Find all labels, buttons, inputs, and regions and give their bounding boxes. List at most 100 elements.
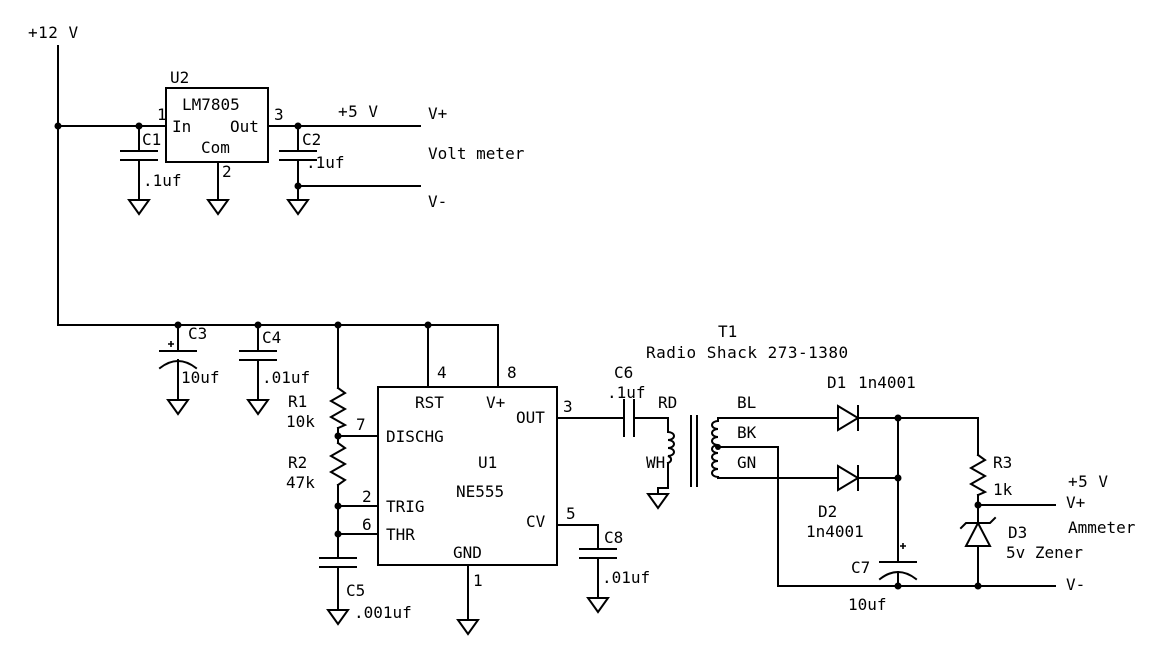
u2-body: [165, 87, 269, 163]
label-u2-out: Out: [230, 117, 259, 136]
label-u2-com: Com: [201, 138, 230, 157]
junction-dot: [174, 321, 182, 329]
label-voltmeter-minus: V-: [428, 192, 447, 211]
label-t1-bk: BK: [737, 423, 757, 442]
label-d2-ref: D2: [818, 502, 837, 521]
junctions: [54, 122, 982, 590]
label-d1-ref: D1: [827, 373, 846, 392]
label-c5-value: .001uf: [354, 603, 412, 622]
label-c1-value: .1uf: [143, 171, 182, 190]
ground-c4: [246, 399, 270, 416]
label-d1-value: 1n4001: [858, 373, 916, 392]
resistor-r3-symbol: [968, 453, 988, 497]
label-u1-pin5: 5: [566, 504, 576, 523]
wire-wh-gnd: [657, 462, 669, 495]
label-c2-value: .1uf: [306, 153, 345, 172]
label-c4-ref: C4: [262, 328, 281, 347]
label-ammeter-minus: V-: [1066, 575, 1085, 594]
junction-dot: [974, 582, 982, 590]
label-t1-gn: GN: [737, 453, 756, 472]
capacitor-c7-symbol: [878, 543, 918, 581]
junction-dot: [334, 432, 342, 440]
junction-dot: [334, 530, 342, 538]
ground-c8: [586, 597, 610, 614]
label-voltmeter-plus: V+: [428, 104, 447, 123]
label-r3-value: 1k: [993, 480, 1013, 499]
label-u2-pin1: 1: [157, 105, 167, 124]
label-c5-ref: C5: [346, 581, 365, 600]
label-t1-rd: RD: [658, 393, 677, 412]
label-u1-pin8: 8: [507, 363, 517, 382]
ground-transformer: [646, 493, 670, 510]
diode-d2-symbol: [837, 464, 860, 492]
label-u1-ref: U1: [478, 453, 497, 472]
label-d3-value: 5v Zener: [1006, 543, 1083, 562]
junction-dot: [894, 414, 902, 422]
junction-dot: [254, 321, 262, 329]
capacitor-c1-symbol: [120, 150, 158, 161]
junction-dot: [135, 122, 143, 130]
transformer-t1-symbol: [666, 415, 720, 487]
label-u1-dischg: DISCHG: [386, 427, 444, 446]
label-u1-pin4: 4: [437, 363, 447, 382]
wire-out-c6: [556, 417, 669, 433]
label-u1-out: OUT: [516, 408, 545, 427]
wire-bl: [717, 417, 839, 422]
wire-cv-c8: [556, 524, 599, 599]
capacitor-c4-symbol: [239, 350, 277, 361]
ground-c2: [286, 199, 310, 216]
label-u2-pin3: 3: [274, 105, 284, 124]
label-d3-ref: D3: [1008, 523, 1027, 542]
label-u2-ref: U2: [170, 68, 189, 87]
label-r1-value: 10k: [286, 412, 315, 431]
label-t1-part: Radio Shack 273-1380: [646, 343, 849, 362]
resistor-r2-symbol: [328, 441, 348, 487]
label-c1-ref: C1: [142, 130, 161, 149]
ground-c5: [326, 609, 350, 626]
wire-d1-out: [857, 417, 979, 456]
label-d2-value: 1n4001: [806, 522, 864, 541]
label-c3-value: 10uf: [181, 368, 220, 387]
ground-c3: [166, 399, 190, 416]
label-c3-ref: C3: [188, 324, 207, 343]
label-u1-vplus: V+: [486, 393, 505, 412]
label-ammeter-plus: V+: [1066, 493, 1085, 512]
wire-12v-rail: [57, 45, 499, 388]
junction-dot: [974, 501, 982, 509]
label-5v-ammeter: +5 V: [1068, 472, 1109, 491]
label-r1-ref: R1: [288, 392, 307, 411]
resistor-r1-symbol: [328, 386, 348, 430]
label-c8-ref: C8: [604, 528, 623, 547]
label-u1-trig: TRIG: [386, 497, 425, 516]
ground-u2: [206, 199, 230, 216]
label-u1-pin7: 7: [356, 415, 366, 434]
label-t1-ref: T1: [718, 322, 737, 341]
ground-c1: [127, 199, 151, 216]
label-ammeter: Ammeter: [1068, 518, 1136, 537]
junction-dot: [424, 321, 432, 329]
junction-dot: [334, 502, 342, 510]
label-c8-value: .01uf: [602, 568, 650, 587]
junction-dot: [894, 474, 902, 482]
diode-d1-symbol: [837, 404, 860, 432]
label-c2-ref: C2: [302, 130, 321, 149]
labels: +12 V U2 LM7805 In Out Com 1 3 2 C1 .1uf…: [28, 23, 1136, 622]
label-u2-pin2: 2: [222, 162, 232, 181]
junction-dot: [894, 582, 902, 590]
label-u1-pin3: 3: [563, 397, 573, 416]
capacitor-c5-symbol: [319, 557, 357, 568]
capacitor-c3-symbol: [158, 341, 198, 370]
label-u1-gnd: GND: [453, 543, 482, 562]
label-r3-ref: R3: [993, 453, 1012, 472]
junction-dot: [334, 321, 342, 329]
label-t1-wh: WH: [646, 453, 665, 472]
u1-body: [377, 386, 558, 566]
junction-dot: [294, 182, 302, 190]
capacitor-c2-symbol: [279, 150, 317, 161]
wire-bk: [717, 446, 1056, 587]
label-u1-cv: CV: [526, 512, 546, 531]
label-u1-pin2: 2: [362, 487, 372, 506]
label-u2-in: In: [172, 117, 191, 136]
